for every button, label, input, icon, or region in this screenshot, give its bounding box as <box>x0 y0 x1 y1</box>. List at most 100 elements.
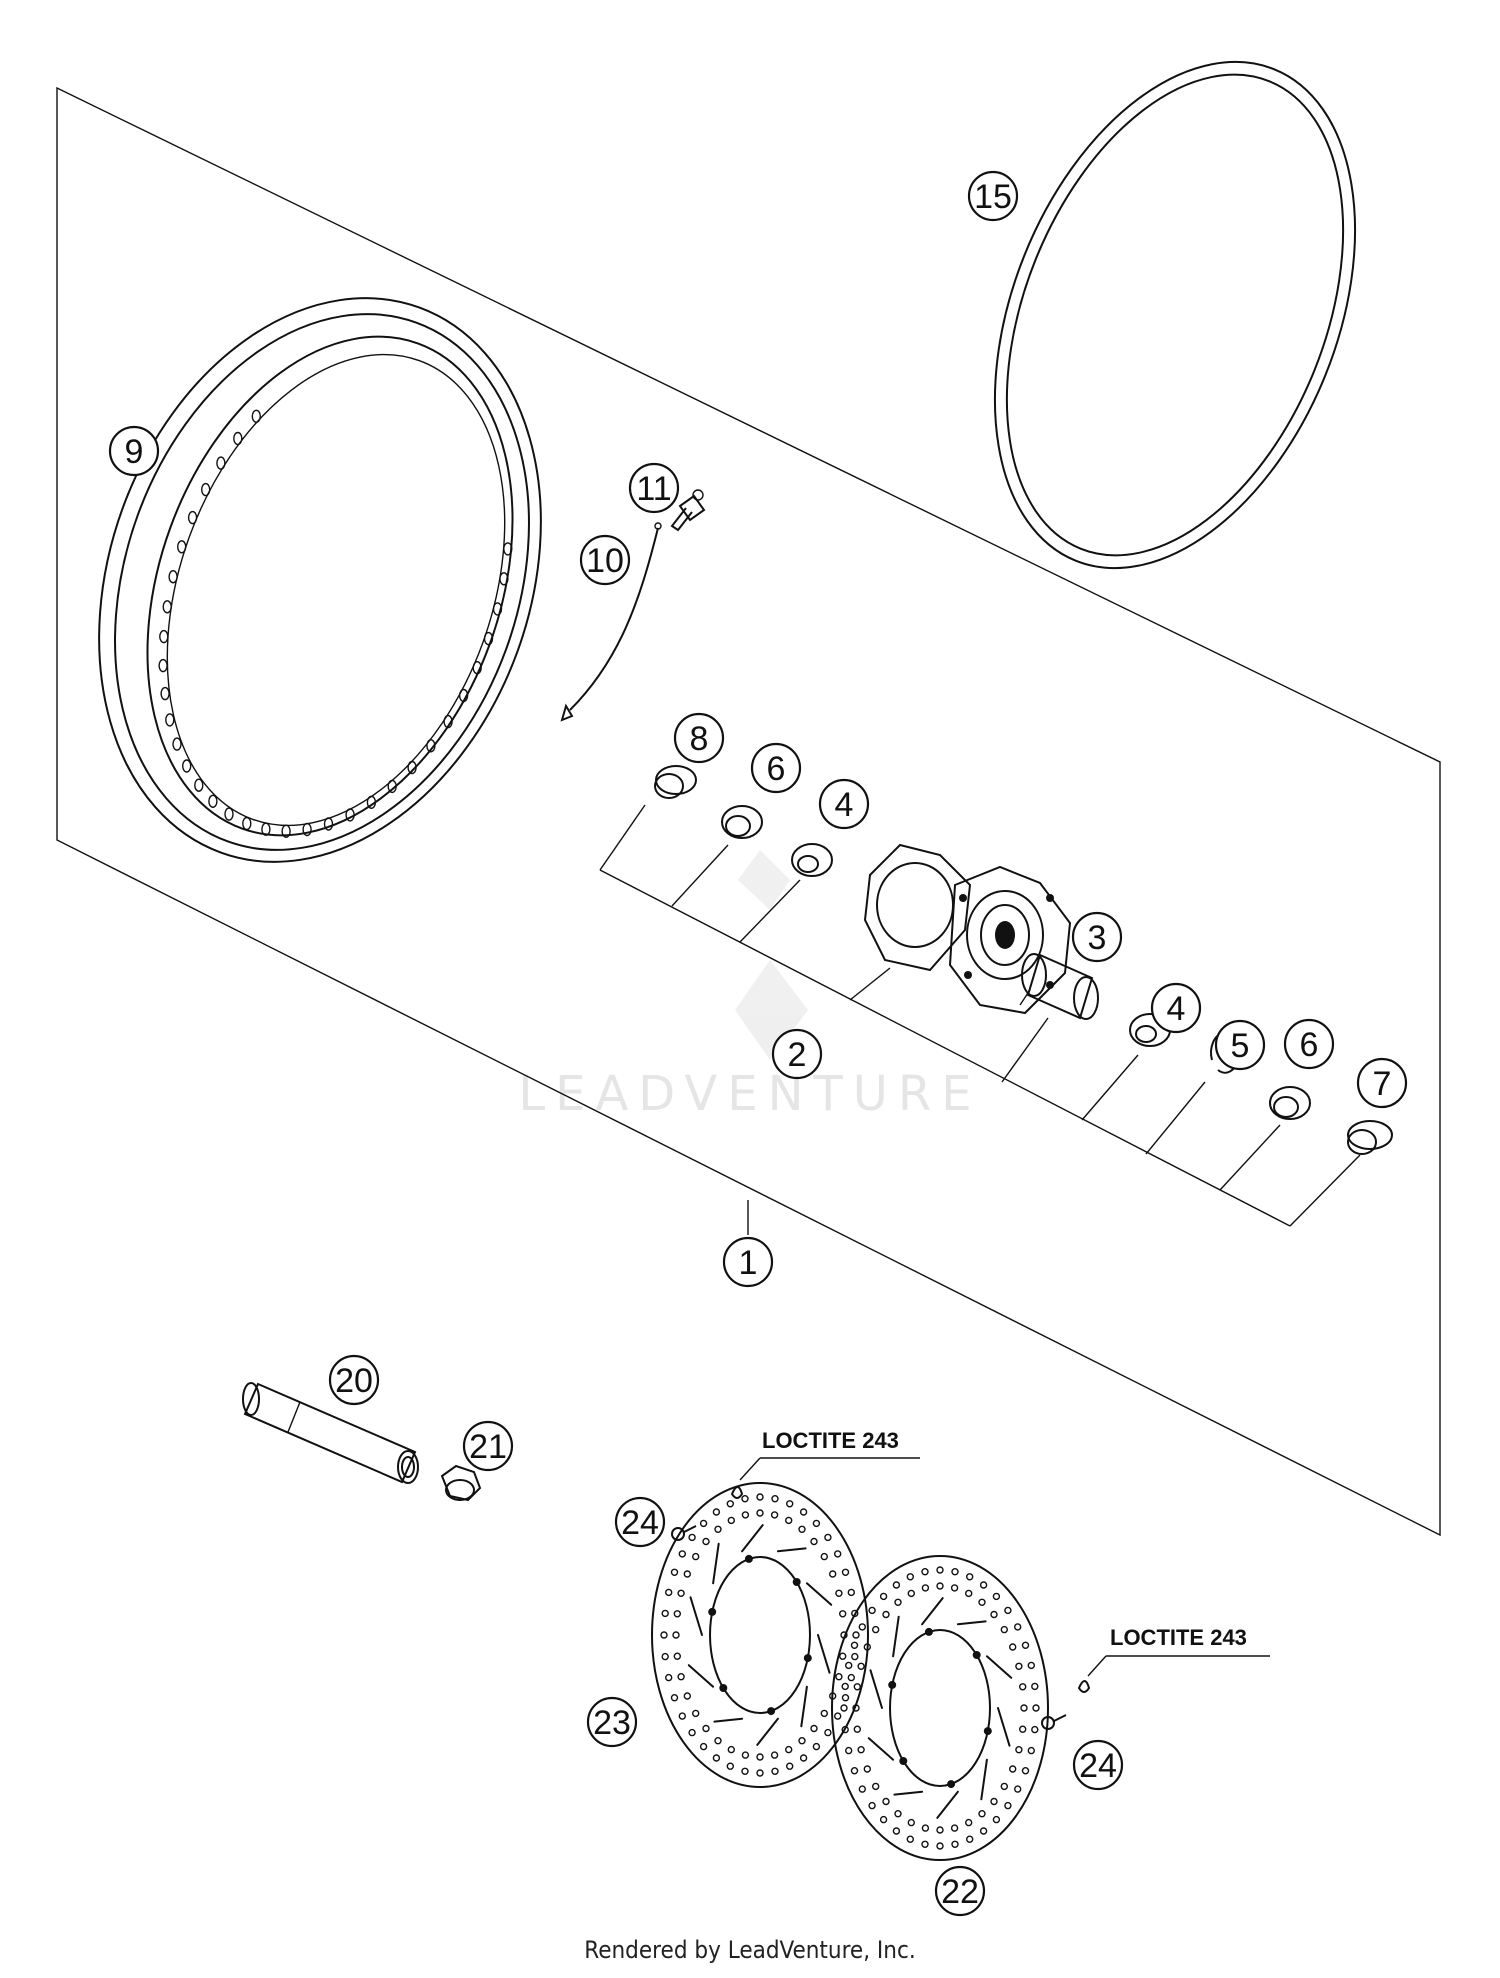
disc-vent-hole <box>1027 1746 1036 1755</box>
disc-vent-hole <box>1014 1785 1022 1793</box>
callout-23: 23 <box>586 1696 638 1748</box>
callout-5: 5 <box>1214 1019 1266 1071</box>
callout-9: 9 <box>108 425 160 477</box>
spacer-8 <box>654 765 697 799</box>
disc-bolt-hole <box>767 1707 776 1716</box>
disc-vent-hole <box>770 1751 779 1759</box>
svg-text:8: 8 <box>690 720 709 758</box>
disc-vent-hole <box>678 1712 686 1720</box>
disc-vent-hole <box>907 1818 915 1827</box>
callout-10: 10 <box>579 534 631 586</box>
disc-vent-hole <box>799 1508 808 1516</box>
disc-vent-hole <box>834 1550 842 1558</box>
disc-vent-hole <box>892 1581 901 1589</box>
disc-vent-hole <box>921 1567 929 1576</box>
disc-vent-hole <box>845 1746 853 1755</box>
disc-vent-hole <box>665 1588 673 1597</box>
svg-text:LEADVENTURE: LEADVENTURE <box>518 1066 981 1122</box>
spoke <box>560 522 662 722</box>
disc-bolt-hole <box>924 1627 933 1636</box>
disc-slot <box>817 1634 831 1674</box>
disc-vent-hole <box>683 1570 691 1578</box>
brake-disc-23 <box>651 1482 869 1788</box>
disc-vent-hole <box>1027 1661 1036 1670</box>
svg-text:4: 4 <box>835 786 854 824</box>
disc-vent-hole <box>1009 1643 1017 1651</box>
disc-vent-hole <box>712 1754 721 1762</box>
callout-15: 15 <box>967 170 1019 222</box>
disc-vent-hole <box>756 1769 764 1777</box>
disc-vent-hole <box>834 1712 842 1720</box>
disc-vent-hole <box>1031 1682 1039 1691</box>
svg-text:LOCTITE 243: LOCTITE 243 <box>1110 1625 1247 1650</box>
disc-vent-hole <box>845 1661 853 1670</box>
callout-24-left: 24 <box>614 1496 666 1548</box>
disc-vent-hole <box>741 1494 749 1503</box>
svg-text:2: 2 <box>788 1036 807 1074</box>
disc-vent-hole <box>726 1500 734 1508</box>
disc-vent-hole <box>756 1493 764 1501</box>
spacer-7 <box>1347 1120 1393 1155</box>
disc-vent-hole <box>979 1827 988 1835</box>
disc-vent-hole <box>824 1533 832 1542</box>
disc-vent-hole <box>882 1610 890 1619</box>
rim-spoke-hole <box>387 779 397 794</box>
disc-vent-hole <box>863 1765 871 1773</box>
svg-text:22: 22 <box>941 1873 979 1911</box>
disc-slot <box>936 1790 959 1819</box>
disc-vent-hole <box>677 1672 685 1681</box>
seal-6-left <box>721 805 763 839</box>
rim-spoke-hole <box>200 482 211 497</box>
disc-bolt-hole <box>983 1727 992 1736</box>
disc-vent-hole <box>1019 1683 1027 1691</box>
disc-vent-hole <box>683 1692 691 1700</box>
callout-1: 1 <box>722 1236 774 1288</box>
disc-vent-hole <box>951 1840 959 1849</box>
disc-vent-hole <box>841 1682 849 1691</box>
spacer-sleeve-3 <box>1021 953 1099 1020</box>
disc-vent-hole <box>894 1809 902 1818</box>
disc-vent-hole <box>906 1573 914 1581</box>
disc-vent-hole <box>879 1592 888 1601</box>
disc-slot <box>893 1790 924 1796</box>
disc-vent-hole <box>1021 1766 1030 1775</box>
disc-vent-hole <box>850 1766 859 1775</box>
bearing-4-left <box>791 843 833 877</box>
disc-vent-hole <box>965 1818 973 1827</box>
disc-slot <box>712 1542 720 1585</box>
loctite-note-top: LOCTITE 243 <box>739 1428 920 1481</box>
disc-slot <box>713 1717 744 1723</box>
disc-vent-hole <box>1000 1625 1008 1634</box>
disc-vent-hole <box>702 1537 710 1546</box>
disc-vent-hole <box>770 1511 779 1519</box>
disc-slot <box>921 1597 944 1626</box>
disc-vent-hole <box>812 1742 821 1751</box>
disc-slot <box>776 1547 807 1553</box>
callout-24-right: 24 <box>1072 1739 1124 1791</box>
rim-spoke-hole <box>366 795 377 809</box>
disc-vent-hole <box>853 1683 861 1691</box>
rim <box>98 297 542 863</box>
disc-vent-hole <box>835 1672 843 1681</box>
disc-slot <box>980 1758 988 1801</box>
disc-vent-hole <box>741 1751 750 1759</box>
rim-spoke-hole <box>458 688 469 703</box>
disc-vent-hole <box>820 1552 828 1561</box>
disc-vent-hole <box>688 1728 696 1737</box>
rim-spoke-hole <box>172 737 182 751</box>
disc-bolt-hole <box>947 1780 956 1789</box>
svg-text:20: 20 <box>335 1362 373 1400</box>
rim-spoke-hole <box>499 572 509 586</box>
disc-vent-hole <box>661 1652 669 1661</box>
callout-6-right: 6 <box>1283 1018 1335 1070</box>
disc-vent-hole <box>824 1728 832 1737</box>
callout-4-left: 4 <box>818 778 870 830</box>
disc-vent-hole <box>879 1815 888 1824</box>
brake-disc-22 <box>831 1555 1049 1861</box>
svg-text:3: 3 <box>1088 919 1107 957</box>
disc-screw-left <box>671 1486 744 1541</box>
rim-spoke-hole <box>472 661 482 675</box>
disc-vent-hole <box>921 1824 930 1832</box>
axle-nut <box>440 1464 482 1502</box>
